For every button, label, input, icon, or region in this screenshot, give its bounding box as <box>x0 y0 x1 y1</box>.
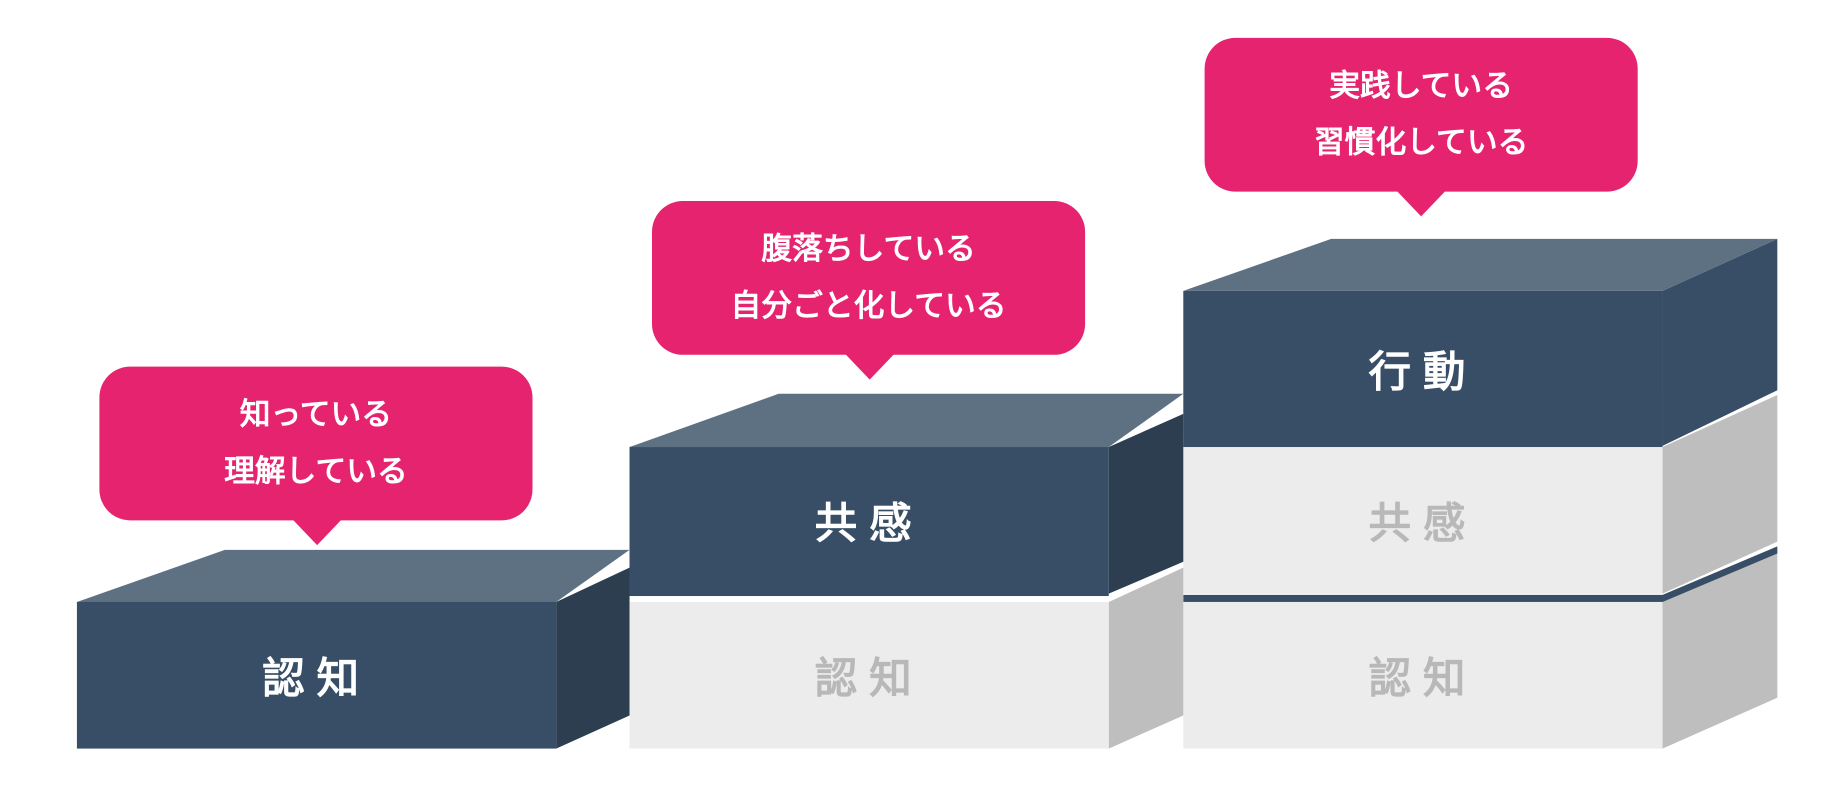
block-top-edge <box>1183 546 1778 602</box>
block-label-awareness: 認知 <box>1368 655 1478 704</box>
block-label-action: 行動 <box>1368 348 1478 398</box>
speech-bubble: 知っている 理解している <box>99 367 532 521</box>
block-label-awareness: 認知 <box>262 655 371 704</box>
block-side <box>1108 567 1184 749</box>
block-side <box>1108 413 1184 594</box>
block-front <box>76 601 557 749</box>
block-side <box>1662 549 1778 749</box>
bubble-line: 実践している <box>1329 68 1513 105</box>
block-side <box>556 567 630 749</box>
block-front <box>1183 601 1663 749</box>
bubble-pointer <box>1396 190 1446 217</box>
block-label-awareness: 認知 <box>814 655 924 704</box>
bubble-pointer <box>292 519 342 546</box>
bubble-shape <box>651 201 1086 355</box>
block-label-empathy: 共感 <box>814 500 924 549</box>
block-top <box>1183 238 1778 291</box>
bubble-line: 知っている <box>239 397 393 433</box>
block-top <box>76 549 630 602</box>
bubble-shape <box>99 366 533 521</box>
bubble-shape <box>1204 37 1638 192</box>
block-side <box>1662 394 1778 594</box>
block-side <box>1662 238 1778 446</box>
block-front <box>1183 290 1663 448</box>
block-front <box>629 447 1109 597</box>
bubble-line: 自分ごと化している <box>730 288 1007 325</box>
speech-bubble: 腹落ちしている 自分ごと化している <box>652 201 1085 355</box>
bubble-line: 習慣化している <box>1313 125 1529 161</box>
bubble-line: 腹落ちしている <box>761 231 976 268</box>
block-front <box>1183 447 1663 594</box>
block-label-empathy: 共感 <box>1368 500 1478 549</box>
bubble-line: 理解している <box>224 454 408 490</box>
block-top <box>629 393 1184 448</box>
speech-bubble: 実践している 習慣化している <box>1205 38 1638 192</box>
bubble-pointer <box>844 353 895 380</box>
block-front <box>629 601 1109 749</box>
